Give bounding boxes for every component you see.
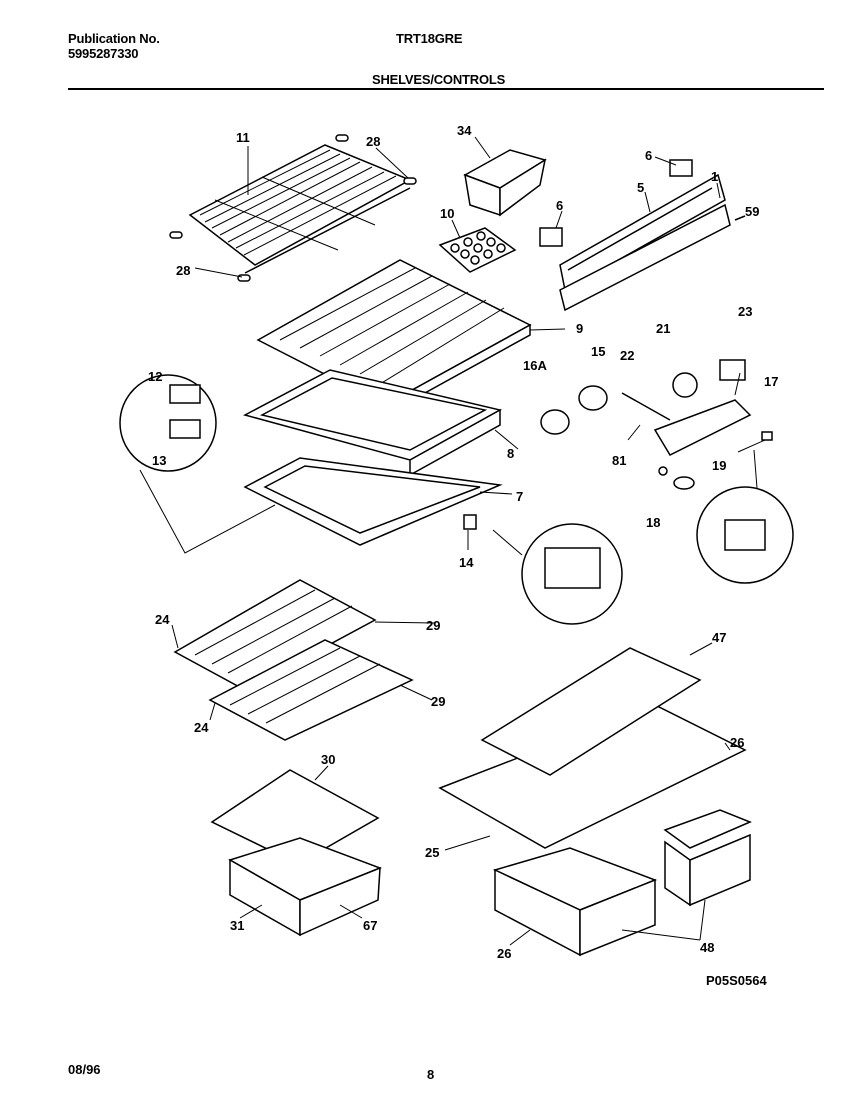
callout-28-upper: 28: [366, 134, 380, 149]
callout-8: 8: [507, 446, 514, 461]
publication-label: Publication No.: [68, 31, 160, 46]
callout-13: 13: [152, 453, 166, 468]
callout-26-lower: 26: [497, 946, 511, 961]
crisper-drawer-right: [663, 809, 752, 849]
callout-16a: 16A: [523, 358, 547, 373]
shelf-end-caps: [169, 134, 417, 282]
screw-81: [658, 466, 668, 476]
header-rule: [68, 88, 824, 90]
callout-12: 12: [148, 369, 162, 384]
callout-11: 11: [236, 130, 250, 145]
part-13: [169, 419, 201, 439]
control-panel-strip: [559, 173, 731, 312]
callout-7: 7: [516, 489, 523, 504]
callout-29-lower: 29: [431, 694, 445, 709]
dairy-bin: [463, 149, 547, 217]
callout-34: 34: [457, 123, 472, 138]
callout-23: 23: [738, 304, 752, 319]
callout-24-lower: 24: [194, 720, 209, 735]
bracket-lower: [539, 227, 563, 247]
part-12: [169, 384, 201, 404]
footer-date: 08/96: [68, 1062, 101, 1077]
light-bulb: [578, 385, 608, 411]
wire-shelf-lower: [208, 639, 414, 741]
light-shield: [673, 476, 695, 490]
publication-number: 5995287330: [68, 46, 139, 61]
callout-81: 81: [612, 453, 626, 468]
callout-17: 17: [764, 374, 778, 389]
callout-1: 1: [711, 169, 718, 184]
egg-tray: [438, 227, 517, 273]
crisper-glass-cover: [480, 647, 702, 776]
callout-48: 48: [700, 940, 714, 955]
callout-18: 18: [646, 515, 660, 530]
detail-circle-left: [119, 374, 217, 472]
section-title: SHELVES/CONTROLS: [372, 72, 506, 87]
detail-part-14: [544, 547, 601, 589]
callout-22: 22: [620, 348, 634, 363]
footer-page-number: 8: [427, 1067, 434, 1082]
screw: [734, 215, 746, 221]
callout-30: 30: [321, 752, 335, 767]
part-14: [463, 514, 477, 530]
control-knob: [719, 359, 746, 381]
wire-shelf-top: [188, 144, 412, 274]
light-socket: [540, 409, 570, 435]
callout-10: 10: [440, 206, 454, 221]
callout-19: 19: [712, 458, 726, 473]
callout-9: 9: [576, 321, 583, 336]
callout-5: 5: [637, 180, 644, 195]
temp-control: [672, 372, 698, 398]
wire-harness: [621, 392, 671, 421]
shelf-frame-7: [243, 457, 503, 546]
callout-47: 47: [712, 630, 726, 645]
wire-shelf-upper: [173, 579, 377, 691]
bracket-upper: [669, 159, 693, 177]
switch-detail: [724, 519, 766, 551]
model-number: TRT18GRE: [396, 31, 463, 46]
leader-lines: [171, 136, 766, 946]
control-housing: [653, 399, 752, 456]
callout-21: 21: [656, 321, 670, 336]
callout-25: 25: [425, 845, 439, 860]
callout-6-upper: 6: [645, 148, 652, 163]
callout-31: 31: [230, 918, 244, 933]
switch-small: [761, 431, 773, 441]
figure-code: P05S0564: [706, 973, 767, 988]
callout-59: 59: [745, 204, 759, 219]
callout-15: 15: [591, 344, 605, 359]
callout-29-upper: 29: [426, 618, 440, 633]
callout-14: 14: [459, 555, 474, 570]
callout-67: 67: [363, 918, 377, 933]
callout-26-upper: 26: [730, 735, 744, 750]
shelf-frame-8: [242, 369, 503, 477]
callout-6-lower: 6: [556, 198, 563, 213]
callout-24-upper: 24: [155, 612, 170, 627]
callout-28-lower: 28: [176, 263, 190, 278]
